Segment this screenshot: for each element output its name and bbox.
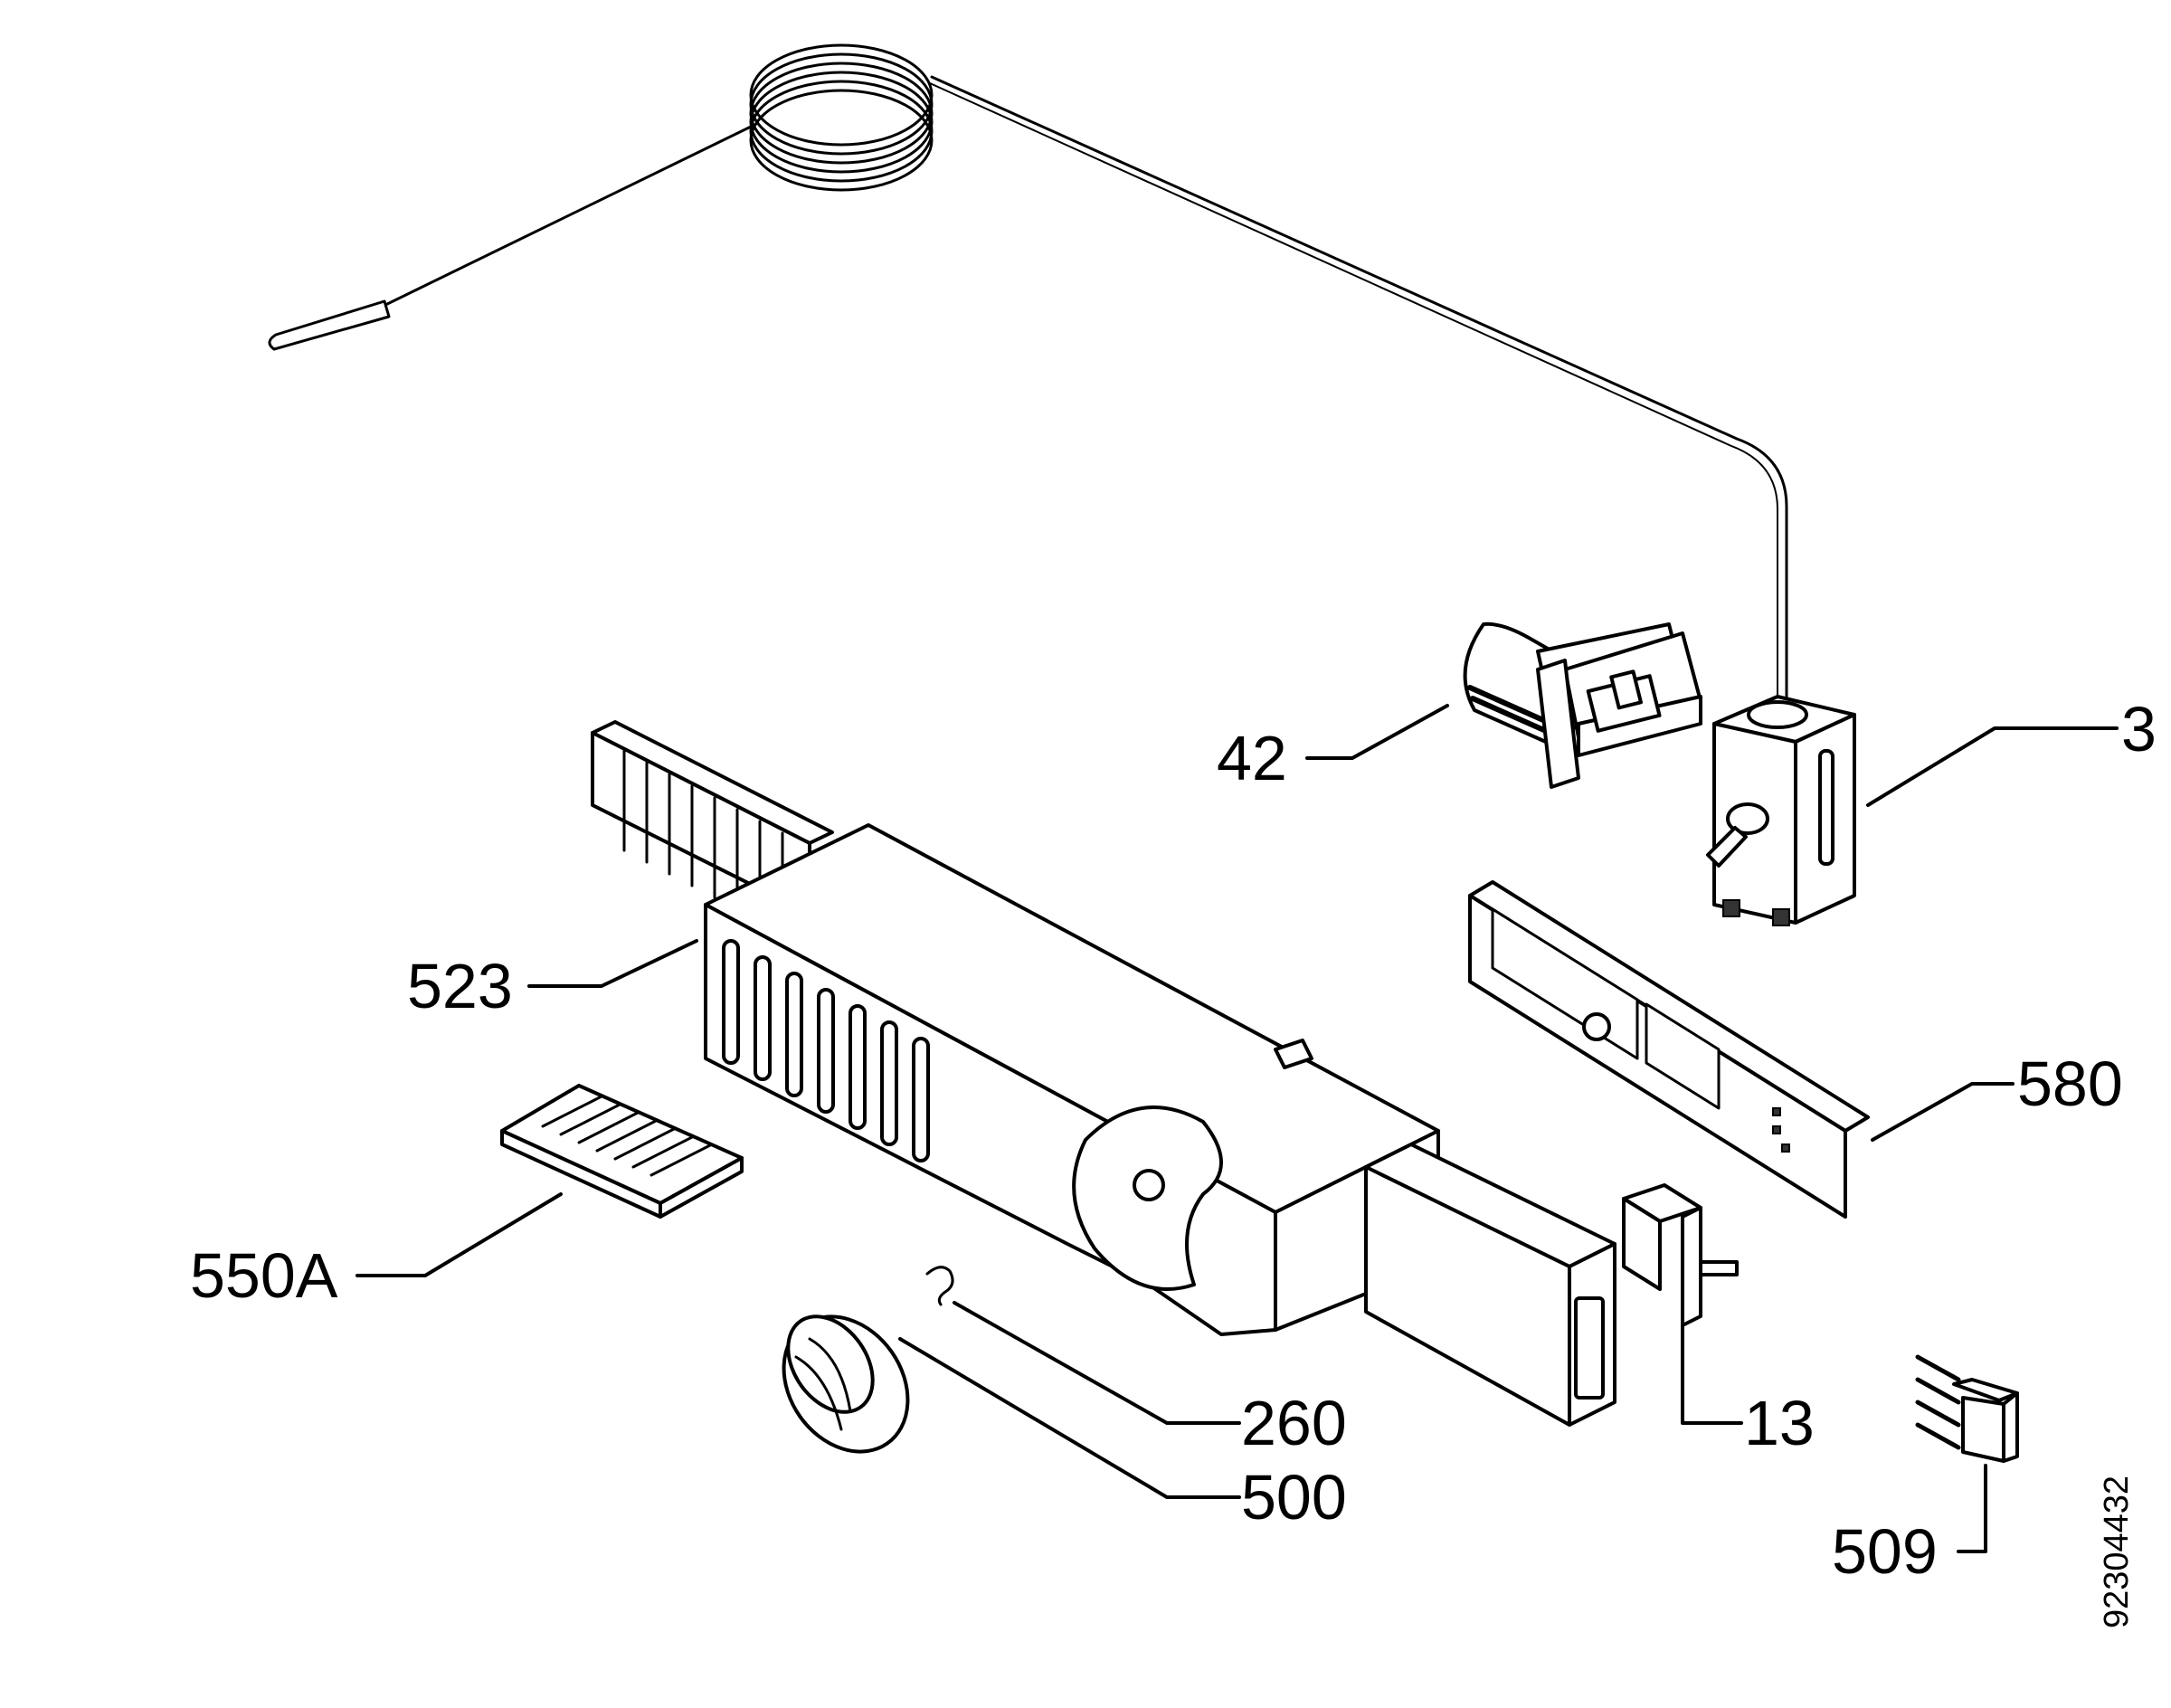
label-523: 523 (407, 951, 513, 1021)
leader-lines (356, 704, 2119, 1553)
leader-260 (953, 1301, 1241, 1425)
back-ribs (622, 749, 784, 925)
leader-500 (898, 1337, 1241, 1499)
leader-523 (527, 939, 698, 988)
label-509: 509 (1832, 1516, 1938, 1587)
capillary-coil (749, 43, 934, 192)
label-260: 260 (1241, 1388, 1347, 1458)
grille-slots (541, 1095, 712, 1177)
leader-580 (1871, 1082, 2015, 1142)
part-500-knob[interactable] (758, 1293, 933, 1476)
capillary-tube (930, 75, 1788, 698)
leader-42 (1305, 704, 1449, 760)
label-580: 580 (2017, 1049, 2123, 1119)
leader-550a (356, 1192, 563, 1277)
housing-cover[interactable] (1364, 1143, 1616, 1427)
part-260-spring-clip[interactable] (925, 1266, 954, 1306)
part-580-circuit-board[interactable] (1468, 880, 1870, 1219)
part-509-connector[interactable] (1915, 1354, 2019, 1463)
label-42: 42 (1217, 723, 1287, 793)
label-13: 13 (1744, 1388, 1815, 1458)
capillary-tube-inner (929, 82, 1778, 697)
front-ribs (722, 939, 930, 1162)
leader-13 (1681, 1324, 1743, 1425)
sensor-lead (378, 125, 753, 309)
part-523-housing[interactable] (591, 720, 1440, 1336)
label-550a: 550A (190, 1240, 338, 1311)
part-42-lamp-holder[interactable] (1463, 622, 1702, 789)
leader-3 (1866, 726, 2119, 807)
label-500: 500 (1241, 1462, 1347, 1532)
label-3: 3 (2121, 694, 2157, 764)
part-3-thermostat[interactable] (268, 43, 1856, 926)
leader-509 (1957, 1464, 1987, 1553)
part-13-switch[interactable] (1622, 1183, 1739, 1327)
drawing-number: 92304432 (2098, 1476, 2136, 1628)
sensor-bulb (268, 299, 391, 351)
part-550a-grille[interactable] (500, 1084, 744, 1219)
callout-labels: 3 42 523 580 550A 260 500 13 509 (190, 694, 2157, 1587)
